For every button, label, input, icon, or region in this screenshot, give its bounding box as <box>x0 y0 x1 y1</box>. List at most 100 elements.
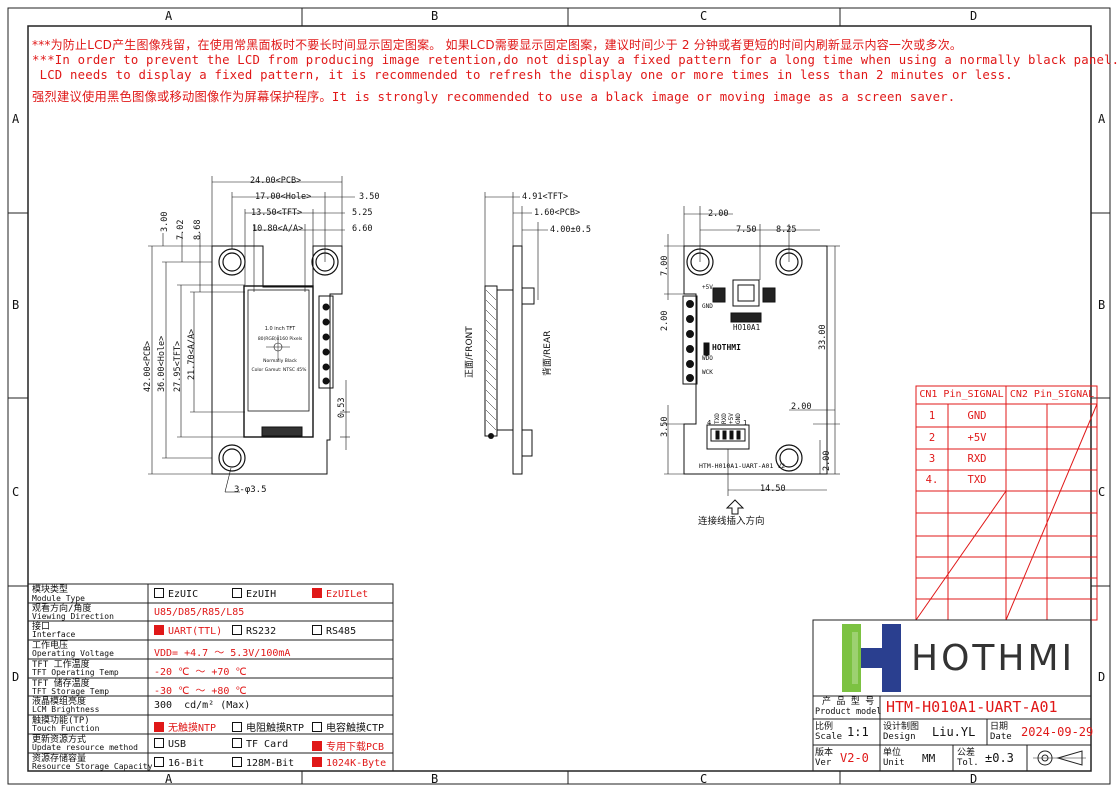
dim-pcb-thickness: 1.60<PCB> <box>534 208 581 218</box>
scale-en: Scale <box>815 732 843 742</box>
version-value: V2-0 <box>840 751 869 765</box>
designer: Liu.YL <box>932 725 976 739</box>
tolerance-value: ±0.3 <box>985 751 1014 765</box>
col-label-c-top: C <box>700 9 708 23</box>
product-model: HTM-H010A1-UART-A01 <box>886 698 1058 716</box>
spec-option: 无触摸NTP <box>154 719 216 734</box>
pin-row-1-num: 1 <box>928 410 936 422</box>
col-label-a-top: A <box>165 9 173 23</box>
note-line-4: 强烈建议使用黑色图像或移动图像作为屏幕保护程序。It is strongly r… <box>32 90 956 104</box>
logo-wordmark: HOTHMI <box>911 638 1076 679</box>
spec-label-en: TFT Storage Temp <box>32 687 110 696</box>
row-label-d-right: D <box>1098 670 1106 684</box>
dim-rear-8-25: 8.25 <box>776 225 797 235</box>
checkbox <box>232 722 242 732</box>
spec-option: 专用下载PCB <box>312 738 384 753</box>
spec-option: 128M-Bit <box>232 757 294 769</box>
product-model-en: Product model <box>815 707 882 717</box>
note-line-1: ***为防止LCD产生图像残留，在使用常黑面板时不要长时间显示固定图案。 如果L… <box>32 38 963 52</box>
dim-tft-width: 13.50<TFT> <box>251 208 303 218</box>
spec-value: 300 cd/m² (Max) <box>154 700 251 711</box>
pin-label-wck: WCK <box>702 369 713 376</box>
row-label-b-right: B <box>1098 298 1106 312</box>
spec-label-cn: 触摸功能(TP) <box>32 716 90 726</box>
board-label: HTM-H010A1-UART-A01 V2 <box>699 462 786 470</box>
note-line-3: LCD needs to display a fixed pattern, it… <box>32 68 1013 82</box>
row-label-d-left: D <box>12 670 20 684</box>
spec-value: VDD= +4.7 ～ 5.3V/100mA <box>154 648 291 659</box>
conn-num-1: 1 <box>743 419 748 427</box>
dim-pcb-width: 24.00<PCB> <box>250 176 302 186</box>
dim-hole-offset: 3.50 <box>359 192 380 202</box>
col-label-c-bottom: C <box>700 772 708 786</box>
tol-cn: 公差 <box>957 748 976 758</box>
product-model-cn: 产 品 型 号 <box>822 697 875 707</box>
spec-value: -20 ℃ ～ +70 ℃ <box>154 667 247 678</box>
row-label-b-left: B <box>12 298 20 312</box>
dim-pin-height: 4.00±0.5 <box>550 225 591 235</box>
checkbox <box>154 625 164 635</box>
note-line-2: ***In order to prevent the LCD from prod… <box>32 53 1118 67</box>
spec-option: EzUILet <box>312 588 368 600</box>
checkbox <box>312 625 322 635</box>
checkbox <box>154 738 164 748</box>
spec-label-cn: 更新资源方式 <box>32 735 87 745</box>
spec-label-cn: 资源存储容量 <box>32 754 87 764</box>
spec-value: -30 ℃ ～ +80 ℃ <box>154 686 247 697</box>
spec-option: 16-Bit <box>154 757 204 769</box>
spec-label-cn: TFT 工作温度 <box>32 660 90 670</box>
screen-line-3: Normally Black <box>263 359 297 364</box>
col-label-b-bottom: B <box>431 772 439 786</box>
ver-cn: 版本 <box>815 748 834 758</box>
date-value: 2024-09-29 <box>1021 725 1094 739</box>
row-label-c-right: C <box>1098 485 1106 499</box>
ver-en: Ver <box>815 758 832 768</box>
pin-label-5v: +5V <box>702 284 713 291</box>
spec-option: 电阻触摸RTP <box>232 719 304 734</box>
spec-label-cn: 液晶模组亮度 <box>32 697 87 707</box>
pin-row-2-num: 2 <box>928 432 936 444</box>
conn-num-4: 4 <box>707 419 712 427</box>
dim-rear-14-50: 14.50 <box>760 484 786 494</box>
spec-label-en: Resource Storage Capacity <box>32 762 153 771</box>
spec-option: 1024K-Byte <box>312 757 386 769</box>
spec-label-cn: TFT 储存温度 <box>32 679 90 689</box>
checkbox <box>154 757 164 767</box>
checkbox <box>154 722 164 732</box>
checkbox <box>312 588 322 598</box>
row-label-a-left: A <box>12 112 20 126</box>
spec-label-en: Viewing Direction <box>32 612 114 621</box>
checkbox <box>232 588 242 598</box>
spec-option: RS485 <box>312 625 356 637</box>
spec-option: RS232 <box>232 625 276 637</box>
spec-label-en: LCM Brightness <box>32 705 100 714</box>
unit-en: Unit <box>883 758 905 768</box>
pin-row-1-sig: GND <box>967 410 987 422</box>
spec-label-cn: 工作电压 <box>32 641 69 651</box>
col-label-d-bottom: D <box>970 772 978 786</box>
pin-label-gnd: GND <box>702 303 713 310</box>
checkbox <box>312 757 322 767</box>
unit-value: MM <box>922 752 936 765</box>
scale-value: 1:1 <box>847 725 869 739</box>
spec-option: EzUIH <box>232 588 276 600</box>
design-cn: 设计制图 <box>883 722 920 732</box>
date-en: Date <box>990 732 1012 742</box>
screen-line-2: 80(RGB)x160 Pixels <box>257 337 303 342</box>
cn1-header: CN1 Pin_SIGNAL <box>919 389 1004 400</box>
pin-row-3-sig: RXD <box>967 453 987 465</box>
dim-aa-width: 10.80<A/A> <box>252 224 304 234</box>
date-cn: 日期 <box>990 722 1009 732</box>
pin-row-4-sig: TXD <box>967 474 987 486</box>
checkbox <box>232 757 242 767</box>
spec-label-en: Module Type <box>32 594 85 603</box>
spec-option: EzUIC <box>154 588 198 600</box>
